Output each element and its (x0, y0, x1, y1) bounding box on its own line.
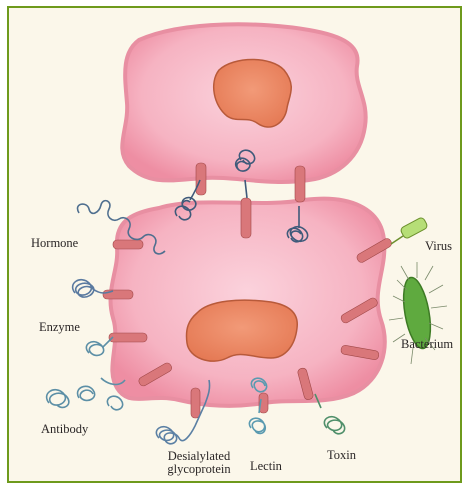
label-desialylated-line2: glycoprotein (157, 463, 241, 476)
receptor-rod (113, 240, 143, 249)
label-toxin: Toxin (327, 449, 356, 462)
receptor-rod (103, 290, 133, 299)
receptor-rod (109, 333, 147, 342)
label-antibody: Antibody (41, 423, 88, 436)
label-bacterium: Bacterium (401, 338, 453, 351)
receptor-rod (196, 163, 206, 195)
label-hormone: Hormone (31, 237, 78, 250)
label-virus: Virus (425, 240, 452, 253)
receptor-rod (241, 198, 251, 238)
cell-recognition-figure: Hormone Enzyme Antibody Desialylated gly… (7, 6, 462, 483)
receptor-rod (191, 388, 200, 418)
label-desialylated-glycoprotein: Desialylated glycoprotein (157, 450, 241, 476)
label-lectin: Lectin (250, 460, 282, 473)
receptor-rod (295, 166, 305, 202)
virus (391, 217, 428, 244)
label-enzyme: Enzyme (39, 321, 80, 334)
lower-nucleus (186, 300, 297, 361)
